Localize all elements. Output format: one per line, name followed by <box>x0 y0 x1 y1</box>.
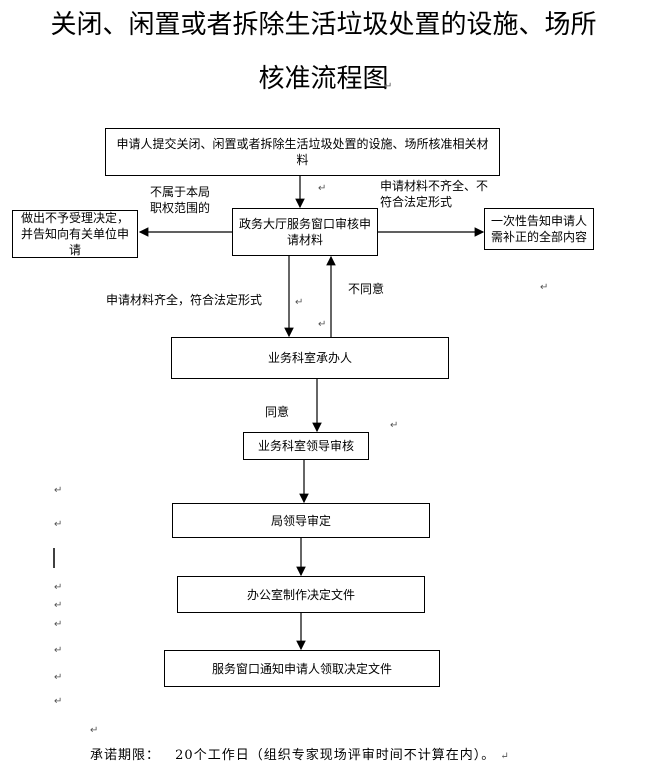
paragraph-mark: ↵ <box>54 600 63 611</box>
page-title-line1: 关闭、闲置或者拆除生活垃圾处置的设施、场所 <box>50 10 597 40</box>
commitment-value: 20个工作日（组织专家现场评审时间不计算在内）。 <box>175 748 496 763</box>
paragraph-mark: ↵ <box>54 672 63 683</box>
node-window: 服务窗口通知申请人领取决定文件 <box>164 650 440 687</box>
node-submit: 申请人提交关闭、闲置或者拆除生活垃圾处置的设施、场所核准相关材料 <box>105 128 500 176</box>
paragraph-mark: ↵ <box>54 645 63 656</box>
edge-label-not-in-scope: 不属于本局职权范围的 <box>150 185 211 215</box>
paragraph-mark: ↵ <box>318 183 327 194</box>
node-bureau-leader: 局领导审定 <box>172 503 430 538</box>
node-dept-leader: 业务科室领导审核 <box>243 432 369 460</box>
node-review: 政务大厅服务窗口审核申请材料 <box>232 208 378 256</box>
paragraph-mark: ↵ <box>54 619 63 630</box>
paragraph-mark: ↵ <box>540 282 549 293</box>
paragraph-mark: ↵ <box>500 751 510 762</box>
node-notify: 一次性告知申请人需补正的全部内容 <box>484 208 594 250</box>
edge-label-complete: 申请材料齐全，符合法定形式 <box>106 293 263 307</box>
paragraph-mark: ↵ <box>54 582 63 593</box>
paragraph-mark: ↵ <box>390 420 399 431</box>
paragraph-mark: ↵ <box>295 297 304 308</box>
paragraph-mark: ↵ <box>318 319 327 330</box>
edge-label-disagree: 不同意 <box>348 282 385 296</box>
paragraph-mark: ↵ <box>384 81 393 92</box>
commitment-period: 承诺期限： 20个工作日（组织专家现场评审时间不计算在内）。 ↵ <box>90 744 510 763</box>
node-reject: 做出不予受理决定，并告知向有关单位申请 <box>12 210 138 258</box>
paragraph-mark: ↵ <box>90 725 99 736</box>
page-title-line2: 核准流程图 <box>258 64 389 94</box>
paragraph-mark: ↵ <box>54 519 63 530</box>
edge-label-agree: 同意 <box>265 405 290 419</box>
paragraph-mark: ↵ <box>54 485 63 496</box>
commitment-label: 承诺期限： <box>90 748 161 763</box>
node-handler: 业务科室承办人 <box>171 337 449 379</box>
edge-label-incomplete: 申请材料不齐全、不符合法定形式 <box>380 179 489 209</box>
node-office: 办公室制作决定文件 <box>177 576 425 613</box>
paragraph-mark: ↵ <box>54 696 63 707</box>
